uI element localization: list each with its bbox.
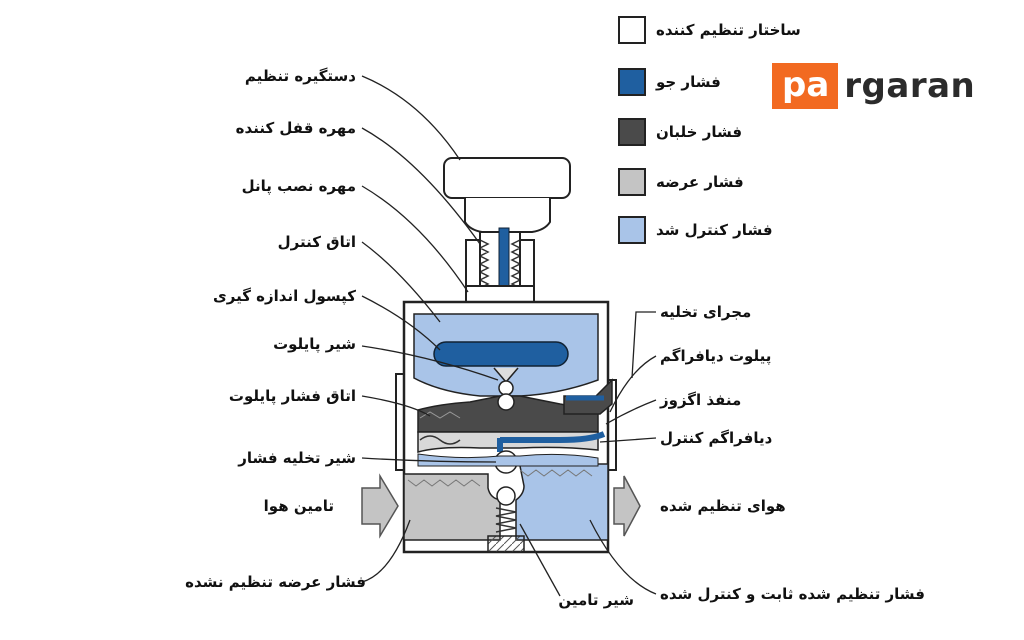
label-unregulated-pressure: فشار عرضه تنظیم نشده	[185, 573, 366, 591]
pilot-valve	[493, 367, 519, 396]
legend-swatch	[618, 118, 646, 146]
legend-label: فشار جو	[656, 73, 721, 91]
label-exhaust-port: منفذ اگزوز	[660, 391, 742, 409]
label-supply-valve: شیر تامین	[558, 591, 634, 609]
label-control-diaphragm: دیافراگم کنترل	[660, 429, 773, 447]
supply-chamber	[403, 473, 501, 541]
label-exhaust-path: مجرای تخلیه	[660, 303, 752, 321]
exhaust-passage	[563, 378, 613, 415]
legend-label: ساختار تنظیم کننده	[656, 21, 801, 39]
legend-swatch	[618, 168, 646, 196]
label-pilot-diaphragm: پیلوت دیافراگم	[660, 347, 772, 365]
legend-regulator-structure: ساختار تنظیم کننده	[618, 16, 801, 44]
label-air-supply: تامین هوا	[263, 497, 334, 515]
logo-wordmark: rgaran	[844, 66, 976, 106]
supply-valve	[487, 486, 525, 553]
legend-controlled-pressure: فشار کنترل شد	[618, 216, 773, 244]
label-adjusting-handle: دستگیره تنظیم	[244, 67, 356, 85]
label-sensing-capsule: کپسول اندازه گیری	[213, 287, 356, 305]
control-diaphragm	[417, 431, 606, 453]
legend-label: فشار عرضه	[656, 173, 744, 191]
legend-supply-pressure: فشار عرضه	[618, 168, 744, 196]
legend-label: فشار خلبان	[656, 123, 743, 141]
control-chamber	[413, 313, 599, 397]
logo-mark: pa	[772, 63, 839, 109]
label-panel-nut: مهره نصب پانل	[241, 177, 356, 195]
label-regulated-pressure: فشار تنظیم شده ثابت و کنترل شده	[660, 585, 925, 603]
pargaran-logo: pa rgaran	[772, 63, 975, 109]
legend-label: فشار کنترل شد	[656, 221, 773, 239]
regulated-chamber	[417, 453, 609, 541]
outlet-arrow	[613, 475, 641, 537]
label-relief-valve: شیر تخلیه فشار	[238, 449, 356, 467]
panel-nut	[465, 239, 535, 305]
label-pilot-valve: شیر پایلوت	[273, 335, 356, 353]
label-pilot-chamber: اتاق فشار پایلوت	[228, 387, 356, 405]
legend-swatch	[618, 216, 646, 244]
label-lock-nut: مهره قفل کننده	[235, 119, 356, 137]
label-control-chamber: اتاق کنترل	[277, 233, 356, 251]
legend-atmospheric-pressure: فشار جو	[618, 68, 721, 96]
legend-pilot-pressure: فشار خلبان	[618, 118, 742, 146]
legend-swatch	[618, 16, 646, 44]
legend-swatch	[618, 68, 646, 96]
leader-lines	[361, 75, 657, 597]
inlet-arrow	[361, 473, 399, 539]
label-regulated-air: هوای تنظیم شده	[660, 497, 786, 515]
